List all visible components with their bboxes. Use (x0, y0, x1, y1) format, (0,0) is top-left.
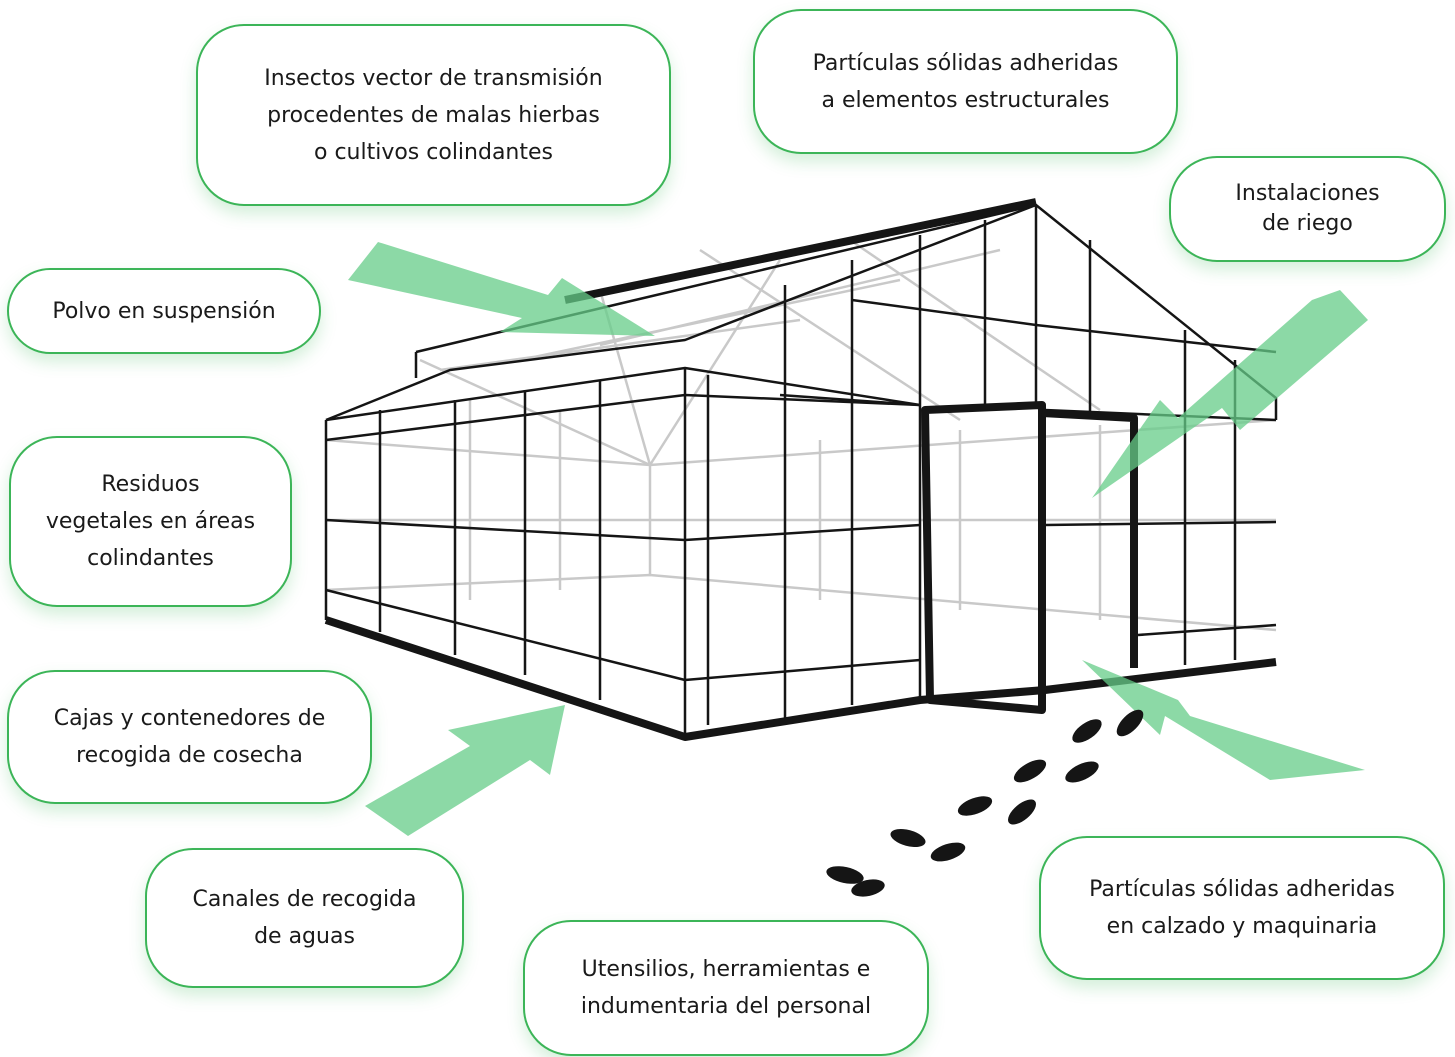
footprint-icon (930, 842, 966, 862)
callout-residuos-text: Residuos vegetales en áreas colindantes (45, 472, 256, 571)
arrow-icon-group (348, 242, 1368, 836)
footprint-icon (890, 828, 926, 848)
callout-residuos: Residuos vegetales en áreas colindantes (9, 436, 292, 607)
footprint-icon (1013, 759, 1047, 783)
footprint-icon (1072, 719, 1102, 743)
callout-polvo: Polvo en suspensión (7, 268, 321, 354)
callout-riego-text: Instalaciones de riego (1235, 181, 1380, 236)
footprint-icon (1116, 709, 1144, 737)
greenhouse-front-structure (324, 203, 1278, 737)
arrow-icon-cajas (365, 705, 565, 836)
callout-riego: Instalaciones de riego (1169, 156, 1446, 262)
callout-utensilios-text: Utensilios, herramientas e indumentaria … (580, 957, 872, 1019)
callout-insectos-text: Insectos vector de transmisión procedent… (264, 65, 603, 165)
callout-particulas-estructura-text: Partículas sólidas adheridas a elementos… (812, 50, 1119, 113)
arrow-icon-calzado (1082, 660, 1365, 780)
greenhouse-back-structure (325, 238, 1277, 632)
callout-insectos: Insectos vector de transmisión procedent… (196, 24, 671, 206)
footprint-icon-trail (826, 709, 1144, 897)
footprint-icon (1065, 761, 1099, 783)
callout-cajas-text: Cajas y contenedores de recogida de cose… (53, 706, 326, 768)
callout-canales-text: Canales de recogida de aguas (192, 887, 417, 949)
callout-utensilios: Utensilios, herramientas e indumentaria … (523, 920, 929, 1056)
arrow-icon-insectos (348, 242, 655, 336)
footprint-icon (826, 866, 864, 884)
footprint-icon (957, 796, 993, 816)
footprint-icon (851, 879, 885, 897)
callout-particulas-estructura: Partículas sólidas adheridas a elementos… (753, 9, 1178, 154)
callout-polvo-text: Polvo en suspensión (52, 298, 276, 324)
callout-cajas: Cajas y contenedores de recogida de cose… (7, 670, 372, 804)
callout-canales: Canales de recogida de aguas (145, 848, 464, 988)
callout-calzado-text: Partículas sólidas adheridas en calzado … (1089, 877, 1395, 939)
greenhouse-door (921, 401, 1138, 714)
arrow-icon-riego (1092, 290, 1368, 498)
footprint-icon (1007, 799, 1037, 825)
callout-calzado: Partículas sólidas adheridas en calzado … (1039, 836, 1445, 980)
